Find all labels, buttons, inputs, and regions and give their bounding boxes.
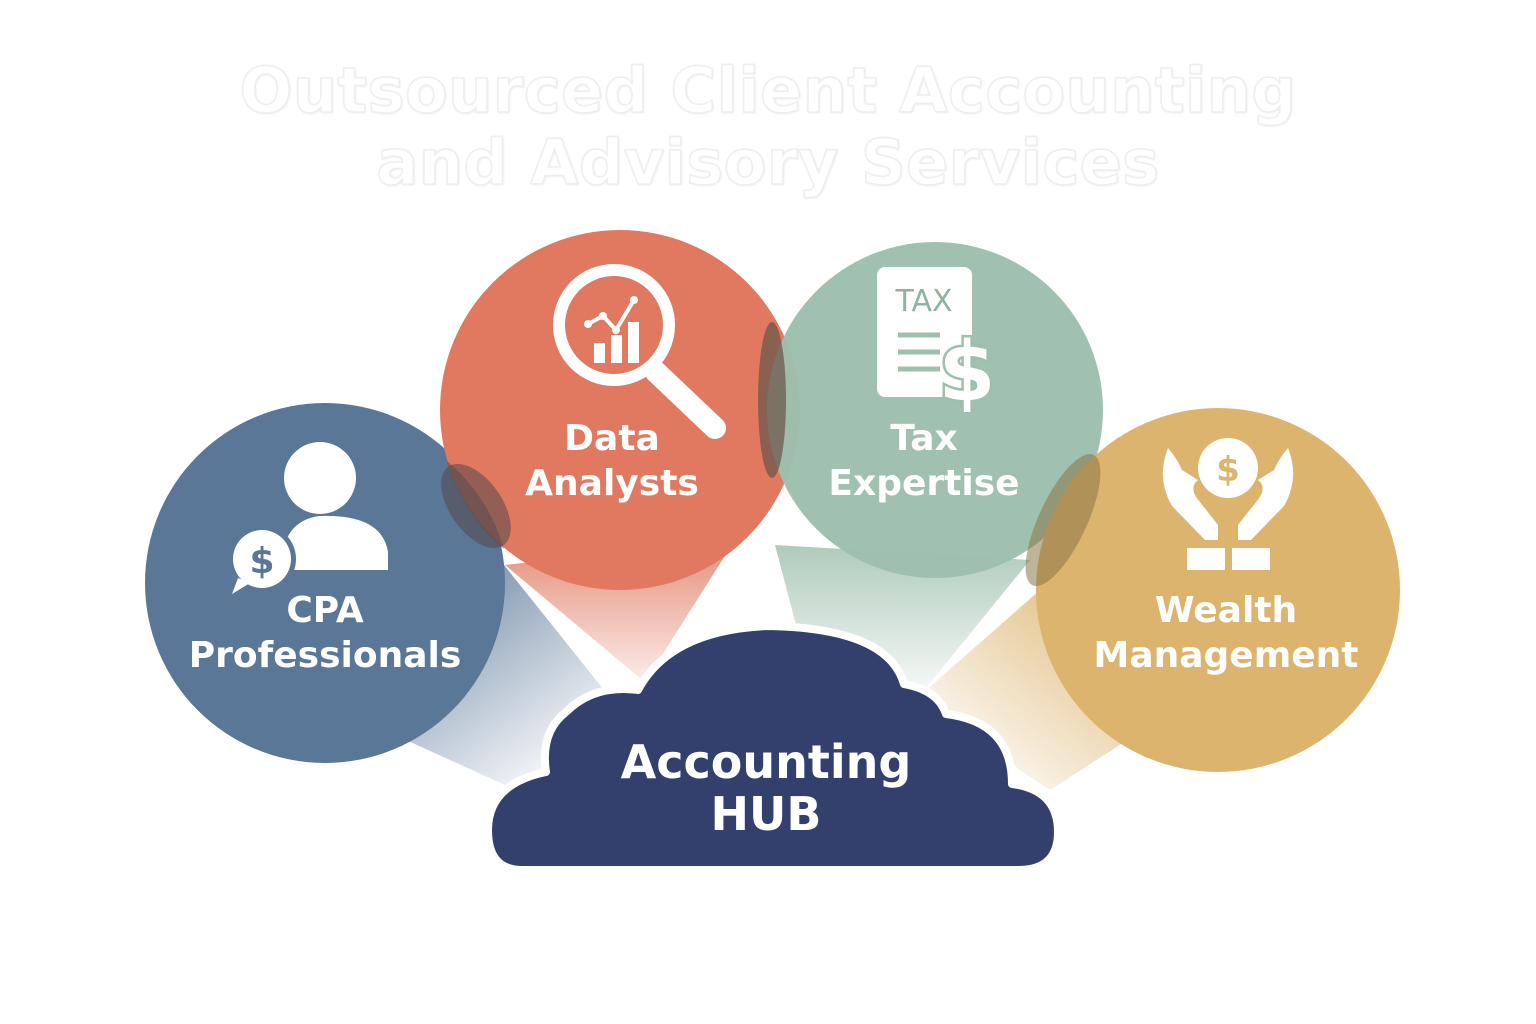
wealth-label-line1: Wealth xyxy=(1154,590,1298,631)
data-analysts-label: Data Analysts xyxy=(462,416,762,506)
data-analysts-connector xyxy=(505,540,735,720)
data-analysts-label-line1: Data xyxy=(564,418,660,459)
tax-doc-text: TAX xyxy=(894,284,952,319)
wealth-dollar-glyph: $ xyxy=(1216,450,1240,490)
wealth-connector xyxy=(915,590,1135,790)
cpa-circle xyxy=(145,403,505,763)
person-with-dollar-speech-bubble-icon: $ xyxy=(228,442,388,594)
tax-document-dollar-icon: TAX $ xyxy=(877,267,998,423)
tax-expertise-connector xyxy=(775,545,1030,720)
tax-expertise-label-line1: Tax xyxy=(890,418,958,459)
cpa-dollar-glyph: $ xyxy=(249,541,274,582)
hub-label-line1: Accounting xyxy=(620,735,912,789)
tax-expertise-circle xyxy=(767,242,1103,578)
hub-label-line2: HUB xyxy=(710,787,822,841)
tax-dollar-glyph: $ xyxy=(938,325,995,420)
wealth-circle xyxy=(1036,408,1400,772)
hub-cloud xyxy=(484,622,1062,874)
cpa-label-line1: CPA xyxy=(286,590,364,631)
title-line-2: and Advisory Services xyxy=(376,125,1160,200)
circle-overlaps xyxy=(441,322,1101,587)
magnifier-chart-icon xyxy=(553,264,726,439)
tax-expertise-label: Tax Expertise xyxy=(774,416,1074,506)
hub-label: Accounting HUB xyxy=(566,736,966,840)
wealth-label-line2: Management xyxy=(1093,635,1359,676)
title-line-1: Outsourced Client Accounting xyxy=(239,53,1297,128)
data-analysts-label-line2: Analysts xyxy=(525,463,699,504)
wealth-label: Wealth Management xyxy=(1076,588,1376,678)
cpa-label-line2: Professionals xyxy=(188,635,462,676)
hands-holding-coin-icon: $ xyxy=(1162,438,1294,570)
tax-expertise-label-line2: Expertise xyxy=(828,463,1020,504)
data-analysts-circle xyxy=(440,230,800,590)
cpa-label: CPA Professionals xyxy=(175,588,475,678)
